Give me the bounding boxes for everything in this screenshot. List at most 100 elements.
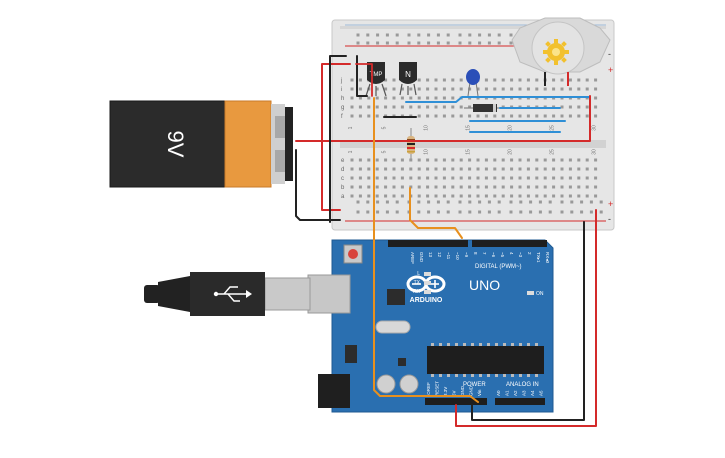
breadboard-rail-hole[interactable] bbox=[497, 210, 501, 214]
breadboard-hole[interactable] bbox=[426, 185, 430, 189]
breadboard-hole[interactable] bbox=[535, 114, 539, 118]
breadboard-rail-hole[interactable] bbox=[487, 210, 491, 214]
breadboard-hole[interactable] bbox=[417, 96, 421, 100]
breadboard-hole[interactable] bbox=[552, 194, 556, 198]
breadboard-rail-hole[interactable] bbox=[407, 33, 411, 37]
breadboard-hole[interactable] bbox=[476, 87, 480, 91]
breadboard-hole[interactable] bbox=[375, 176, 379, 180]
breadboard-hole[interactable] bbox=[400, 105, 404, 109]
breadboard-hole[interactable] bbox=[350, 78, 354, 82]
breadboard-hole[interactable] bbox=[543, 185, 547, 189]
breadboard-hole[interactable] bbox=[409, 87, 413, 91]
breadboard-rail-hole[interactable] bbox=[376, 33, 380, 37]
breadboard-hole[interactable] bbox=[552, 176, 556, 180]
breadboard-hole[interactable] bbox=[434, 194, 438, 198]
breadboard-rail-hole[interactable] bbox=[417, 33, 421, 37]
breadboard-hole[interactable] bbox=[434, 158, 438, 162]
wire-battery-red[interactable] bbox=[295, 95, 591, 142]
breadboard-hole[interactable] bbox=[442, 78, 446, 82]
breadboard-rail-hole[interactable] bbox=[468, 210, 472, 214]
breadboard-hole[interactable] bbox=[501, 167, 505, 171]
breadboard-rail-hole[interactable] bbox=[417, 210, 421, 214]
breadboard-hole[interactable] bbox=[367, 158, 371, 162]
breadboard-hole[interactable] bbox=[367, 114, 371, 118]
breadboard-rail-hole[interactable] bbox=[356, 33, 360, 37]
breadboard-hole[interactable] bbox=[409, 96, 413, 100]
breadboard-rail-hole[interactable] bbox=[385, 210, 389, 214]
breadboard-hole[interactable] bbox=[585, 78, 589, 82]
breadboard-hole[interactable] bbox=[434, 176, 438, 180]
breadboard-hole[interactable] bbox=[501, 114, 505, 118]
breadboard-rail-hole[interactable] bbox=[427, 41, 431, 45]
wire-battery-black[interactable] bbox=[295, 149, 341, 221]
breadboard-rail-hole[interactable] bbox=[356, 210, 360, 214]
breadboard-hole[interactable] bbox=[510, 114, 514, 118]
breadboard-hole[interactable] bbox=[468, 176, 472, 180]
breadboard-hole[interactable] bbox=[493, 176, 497, 180]
breadboard-hole[interactable] bbox=[358, 87, 362, 91]
breadboard-hole[interactable] bbox=[451, 158, 455, 162]
breadboard-hole[interactable] bbox=[375, 167, 379, 171]
breadboard-hole[interactable] bbox=[442, 194, 446, 198]
breadboard-hole[interactable] bbox=[577, 78, 581, 82]
breadboard-hole[interactable] bbox=[518, 158, 522, 162]
breadboard-rail-hole[interactable] bbox=[458, 41, 462, 45]
breadboard-rail-hole[interactable] bbox=[548, 210, 552, 214]
breadboard-rail-hole[interactable] bbox=[458, 33, 462, 37]
breadboard-hole[interactable] bbox=[434, 185, 438, 189]
breadboard-hole[interactable] bbox=[459, 167, 463, 171]
breadboard-rail-hole[interactable] bbox=[548, 200, 552, 204]
breadboard-hole[interactable] bbox=[400, 176, 404, 180]
breadboard-hole[interactable] bbox=[350, 194, 354, 198]
breadboard-hole[interactable] bbox=[358, 185, 362, 189]
breadboard-hole[interactable] bbox=[568, 185, 572, 189]
breadboard-hole[interactable] bbox=[510, 176, 514, 180]
breadboard-hole[interactable] bbox=[484, 167, 488, 171]
breadboard-hole[interactable] bbox=[560, 87, 564, 91]
breadboard-rail-hole[interactable] bbox=[519, 210, 523, 214]
breadboard-hole[interactable] bbox=[518, 87, 522, 91]
breadboard-hole[interactable] bbox=[484, 185, 488, 189]
breadboard-hole[interactable] bbox=[594, 158, 598, 162]
breadboard-hole[interactable] bbox=[451, 87, 455, 91]
breadboard-hole[interactable] bbox=[585, 114, 589, 118]
breadboard-hole[interactable] bbox=[358, 158, 362, 162]
breadboard-hole[interactable] bbox=[493, 87, 497, 91]
breadboard-hole[interactable] bbox=[459, 114, 463, 118]
breadboard-hole[interactable] bbox=[518, 167, 522, 171]
breadboard-rail-hole[interactable] bbox=[446, 200, 450, 204]
npn-transistor[interactable]: N bbox=[399, 62, 417, 96]
breadboard-hole[interactable] bbox=[468, 87, 472, 91]
breadboard-hole[interactable] bbox=[484, 114, 488, 118]
breadboard-hole[interactable] bbox=[350, 105, 354, 109]
breadboard-hole[interactable] bbox=[585, 158, 589, 162]
breadboard-hole[interactable] bbox=[543, 114, 547, 118]
breadboard-hole[interactable] bbox=[510, 158, 514, 162]
wire-left-black[interactable] bbox=[329, 55, 347, 223]
breadboard-hole[interactable] bbox=[510, 194, 514, 198]
breadboard-hole[interactable] bbox=[585, 194, 589, 198]
breadboard-rail-hole[interactable] bbox=[385, 41, 389, 45]
breadboard-hole[interactable] bbox=[577, 158, 581, 162]
breadboard-hole[interactable] bbox=[459, 158, 463, 162]
breadboard-rail-hole[interactable] bbox=[509, 210, 513, 214]
breadboard-rail-hole[interactable] bbox=[509, 41, 513, 45]
breadboard-hole[interactable] bbox=[409, 105, 413, 109]
breadboard-hole[interactable] bbox=[560, 78, 564, 82]
breadboard-rail-hole[interactable] bbox=[427, 33, 431, 37]
breadboard-hole[interactable] bbox=[459, 105, 463, 109]
breadboard-hole[interactable] bbox=[543, 194, 547, 198]
breadboard-rail-hole[interactable] bbox=[356, 41, 360, 45]
battery-9v[interactable]: 9V bbox=[109, 100, 293, 188]
breadboard-rail-hole[interactable] bbox=[436, 210, 440, 214]
breadboard-hole[interactable] bbox=[384, 167, 388, 171]
breadboard-rail-hole[interactable] bbox=[589, 210, 593, 214]
breadboard-hole[interactable] bbox=[451, 78, 455, 82]
wire-blue-1[interactable] bbox=[405, 96, 591, 103]
breadboard-rail-hole[interactable] bbox=[509, 200, 513, 204]
breadboard-hole[interactable] bbox=[476, 194, 480, 198]
breadboard-rail-hole[interactable] bbox=[487, 41, 491, 45]
breadboard-hole[interactable] bbox=[426, 167, 430, 171]
breadboard-hole[interactable] bbox=[552, 185, 556, 189]
breadboard-hole[interactable] bbox=[384, 194, 388, 198]
